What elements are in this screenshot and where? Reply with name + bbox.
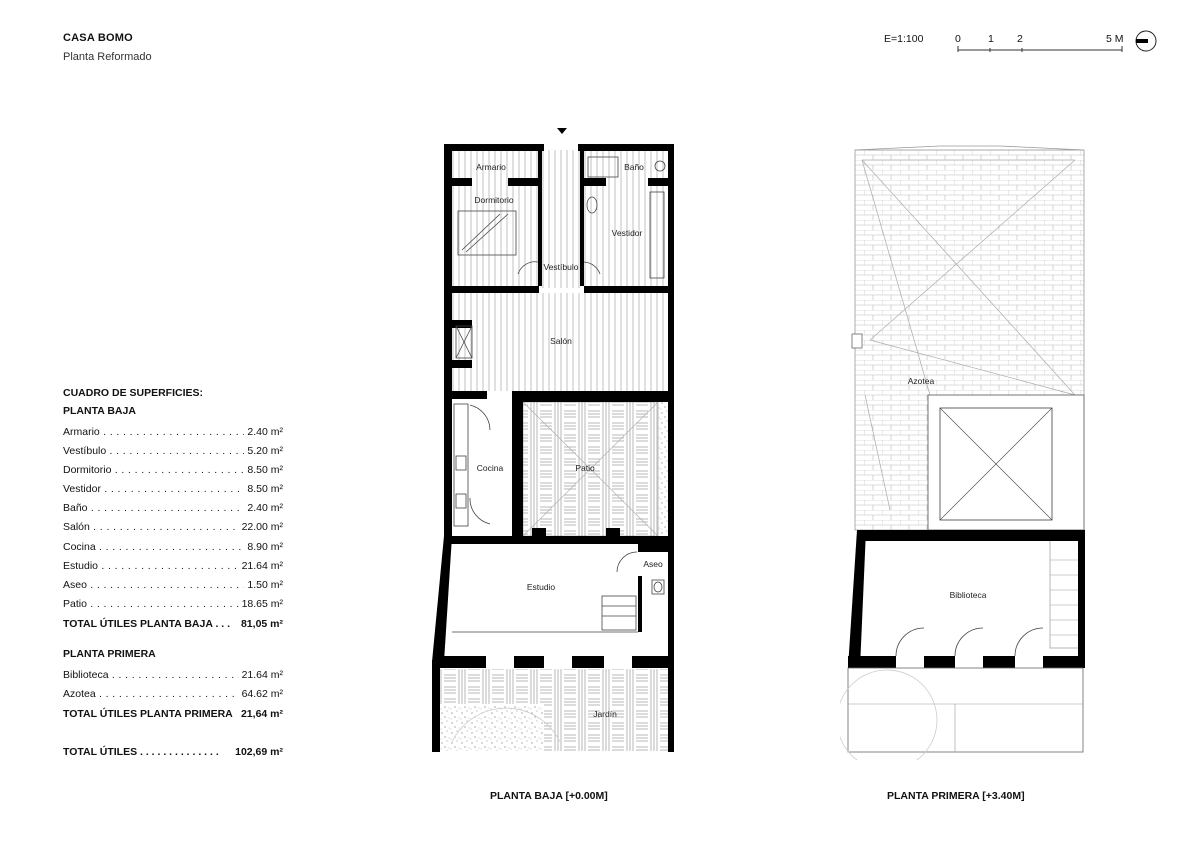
drawing-subtitle: Planta Reformado bbox=[63, 51, 152, 63]
room-label-salon: Salón bbox=[550, 336, 572, 346]
room-label-vestidor: Vestidor bbox=[612, 228, 643, 238]
room-label-estudio: Estudio bbox=[527, 582, 556, 592]
room-label-jardin: Jardín bbox=[593, 709, 617, 719]
scale-bar-graphic bbox=[957, 30, 1157, 52]
surface-row: Aseo1.50 m² bbox=[63, 575, 283, 595]
room-label-bano: Baño bbox=[624, 162, 644, 172]
surfaces-heading: CUADRO DE SUPERFICIES: bbox=[63, 387, 204, 399]
room-label-dormitorio: Dormitorio bbox=[474, 195, 513, 205]
room-label-patio: Patio bbox=[575, 463, 595, 473]
room-label-azotea: Azotea bbox=[908, 376, 935, 386]
surface-row: Dormitorio8.50 m² bbox=[63, 461, 283, 481]
room-label-cocina: Cocina bbox=[477, 463, 504, 473]
grand-total-row: TOTAL ÚTILES . . . . . . . . . . . . . .… bbox=[63, 746, 283, 759]
surface-row: Patio18.65 m² bbox=[63, 594, 283, 614]
first-floor-heading: PLANTA PRIMERA bbox=[63, 647, 156, 660]
surface-row: Cocina8.90 m² bbox=[63, 537, 283, 557]
scale-label: E=1:100 bbox=[884, 33, 924, 45]
room-label-armario: Armario bbox=[476, 162, 506, 172]
surface-row: Salón22.00 m² bbox=[63, 518, 283, 538]
surface-row: Baño2.40 m² bbox=[63, 499, 283, 519]
scale-tick-label: 2 bbox=[1017, 33, 1023, 45]
room-label-vestibulo: Vestíbulo bbox=[544, 262, 579, 272]
ground-plan-caption: PLANTA BAJA [+0.00M] bbox=[490, 790, 608, 802]
first-plan-caption: PLANTA PRIMERA [+3.40M] bbox=[887, 790, 1025, 802]
scale-tick-label: 1 bbox=[988, 33, 994, 45]
surfaces-table: CUADRO DE SUPERFICIES: PLANTA BAJA Armar… bbox=[63, 387, 283, 762]
surface-row: Vestíbulo5.20 m² bbox=[63, 442, 283, 462]
room-label-biblioteca: Biblioteca bbox=[950, 590, 987, 600]
scale-tick-label: 0 bbox=[955, 33, 961, 45]
first-floor-plan: Azotea Biblioteca bbox=[840, 145, 1085, 760]
ground-total-row: TOTAL ÚTILES PLANTA BAJA . . .81,05 m² bbox=[63, 617, 283, 630]
surface-row: Azotea64.62 m² bbox=[63, 685, 283, 705]
surface-row: Biblioteca21.64 m² bbox=[63, 665, 283, 686]
room-label-aseo: Aseo bbox=[643, 559, 663, 569]
scale-tick-label: 5 M bbox=[1106, 33, 1124, 45]
ground-floor-plan: Armario Baño Dormitorio Vestidor Vestíbu… bbox=[432, 128, 674, 752]
surface-row: Estudio21.64 m² bbox=[63, 556, 283, 576]
surface-row: Armario2.40 m² bbox=[63, 423, 283, 443]
project-title: CASA BOMO bbox=[63, 32, 133, 44]
surface-row: Vestidor8.50 m² bbox=[63, 480, 283, 500]
ground-floor-heading: PLANTA BAJA bbox=[63, 405, 136, 417]
